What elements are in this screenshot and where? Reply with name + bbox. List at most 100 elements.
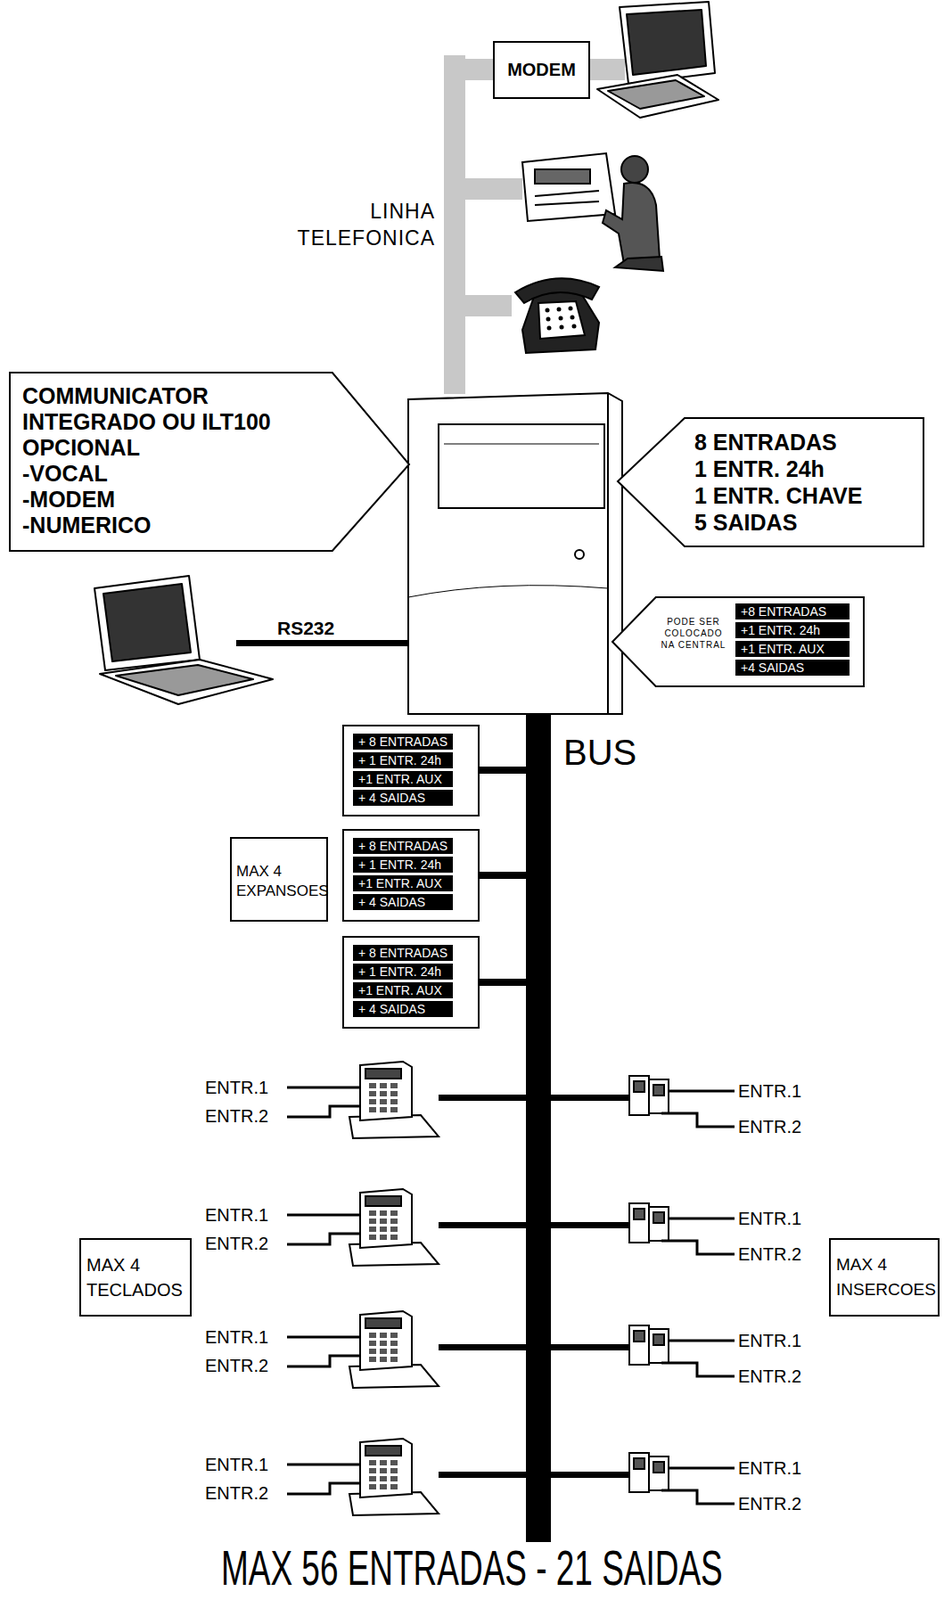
- keypad-key: [379, 1484, 387, 1490]
- input-wire: [287, 1483, 361, 1494]
- module-body: [629, 1203, 649, 1243]
- note-box: MAX 4 TECLADOS: [79, 1238, 192, 1317]
- bus-branch: [438, 1222, 526, 1229]
- keypad-body: [360, 1189, 412, 1248]
- bus-line: [525, 714, 551, 1543]
- bar-label: + 1 ENTR. 24h: [352, 856, 453, 873]
- module-body: [648, 1329, 669, 1363]
- fax-operator-icon: [522, 153, 664, 271]
- module-body: [648, 1456, 669, 1491]
- input-label: ENTR.2: [738, 1365, 802, 1388]
- input-label: ENTR.1: [205, 1453, 269, 1476]
- keypad-body: [360, 1438, 412, 1498]
- input-label: ENTR.1: [738, 1457, 802, 1479]
- keypad-key: [390, 1083, 398, 1089]
- module-detail: [633, 1208, 645, 1220]
- keypad-key: [379, 1107, 387, 1113]
- keypad-key: [379, 1234, 387, 1240]
- phone-line: [454, 178, 523, 200]
- fax-operator-icon: [534, 201, 600, 206]
- keypad-key: [369, 1332, 377, 1339]
- laptop-icon: [597, 1, 719, 118]
- bar-label: + 4 SAIDAS: [352, 1001, 453, 1018]
- input-wire: [661, 1362, 735, 1377]
- insertion-module-icon: [629, 1203, 735, 1255]
- node-text: 5 SAIDAS: [694, 508, 862, 536]
- node-content: PODE SER COLOCADO NA CENTRAL+8 ENTRADAS+…: [612, 597, 864, 682]
- keypad-key: [390, 1226, 398, 1232]
- keypad-key: [390, 1468, 398, 1474]
- phone-line: [589, 58, 625, 81]
- bus-branch: [438, 1344, 526, 1351]
- input-wire: [287, 1086, 361, 1090]
- note-box: MAX 4 EXPANSOES: [229, 837, 329, 922]
- keypad-key: [390, 1476, 398, 1482]
- keypad-body: [360, 1311, 412, 1371]
- keypad-key: [379, 1340, 387, 1347]
- expansion-box: + 8 ENTRADAS+ 1 ENTR. 24h+1 ENTR. AUX+ 4…: [342, 829, 480, 922]
- node-text: MAX 4 EXPANSOES: [236, 861, 322, 902]
- node-text: MAX 4 TECLADOS: [86, 1252, 176, 1303]
- callout-box: PODE SER COLOCADO NA CENTRAL+8 ENTRADAS+…: [612, 597, 864, 687]
- input-label: ENTR.2: [205, 1232, 269, 1255]
- node-text: 1 ENTR. CHAVE: [694, 482, 862, 509]
- bar-label: + 8 ENTRADAS: [352, 944, 453, 961]
- laptop-icon: [619, 1, 715, 84]
- keypad-key: [369, 1083, 377, 1089]
- keypad-icon: [287, 1061, 630, 1139]
- input-label: ENTR.1: [738, 1207, 802, 1230]
- input-wire: [287, 1336, 361, 1339]
- control-panel: [438, 424, 605, 509]
- node-text: COMMUNICATOR INTEGRADO OU ILT100 OPCIONA…: [22, 383, 317, 461]
- bus-branch: [550, 1094, 630, 1101]
- input-wire: [668, 1467, 735, 1470]
- node-content: COMMUNICATOR INTEGRADO OU ILT100 OPCIONA…: [9, 372, 406, 546]
- node-text: 8 ENTRADAS: [694, 428, 862, 456]
- keypad-key: [390, 1460, 398, 1466]
- bar-label: + 1 ENTR. 24h: [352, 963, 453, 980]
- bus-branch: [550, 1471, 630, 1478]
- input-wire: [287, 1233, 361, 1245]
- keypad-key: [369, 1340, 377, 1347]
- expansion-box: + 8 ENTRADAS+ 1 ENTR. 24h+1 ENTR. AUX+ 4…: [342, 935, 480, 1029]
- node-content: MAX 4 TECLADOS: [81, 1239, 181, 1306]
- node-text: MODEM: [500, 42, 583, 98]
- bus-branch: [479, 766, 526, 986]
- caption: MAX 56 ENTRADAS - 21 SAIDAS: [0, 1540, 944, 1596]
- module-detail: [653, 1212, 665, 1224]
- keypad-key: [369, 1348, 377, 1355]
- input-label: ENTR.1: [205, 1326, 269, 1348]
- bus-devices: [287, 1061, 735, 1516]
- keypad-key: [379, 1210, 387, 1216]
- input-label: ENTR.2: [205, 1354, 269, 1377]
- telephone-icon: [515, 278, 600, 304]
- telephone-icon: [572, 324, 577, 329]
- keypad-key: [369, 1210, 377, 1216]
- bar-label: +1 ENTR. AUX: [352, 875, 453, 892]
- keypad-key: [379, 1226, 387, 1232]
- insertion-module-icon: [629, 1452, 735, 1504]
- bar-label: +8 ENTRADAS: [735, 603, 850, 620]
- laptop-icon: [99, 659, 273, 705]
- input-label: ENTR.2: [205, 1482, 269, 1504]
- module-detail: [633, 1081, 645, 1092]
- keypad-key: [369, 1476, 377, 1482]
- node-content: 8 ENTRADAS1 ENTR. 24h1 ENTR. CHAVE5 SAID…: [617, 418, 871, 543]
- phone-line: [454, 295, 512, 317]
- keypad-key: [390, 1099, 398, 1105]
- keypad-key: [369, 1226, 377, 1232]
- node-content: + 8 ENTRADAS+ 1 ENTR. 24h+1 ENTR. AUX+ 4…: [344, 937, 460, 1024]
- keypad-key: [390, 1091, 398, 1097]
- keypad-key: [369, 1356, 377, 1363]
- keypad-key: [379, 1099, 387, 1105]
- laptop-icon: [607, 80, 705, 109]
- keypad-key: [369, 1460, 377, 1466]
- bus-branch: [438, 1094, 526, 1101]
- keypad-key: [369, 1091, 377, 1097]
- keypad-key: [390, 1340, 398, 1347]
- telephone-icon: [545, 308, 550, 313]
- bus-branch: [438, 1471, 526, 1478]
- module-detail: [653, 1334, 665, 1346]
- node-text: 1 ENTR. 24h: [694, 455, 862, 483]
- telephone-icon: [545, 306, 577, 331]
